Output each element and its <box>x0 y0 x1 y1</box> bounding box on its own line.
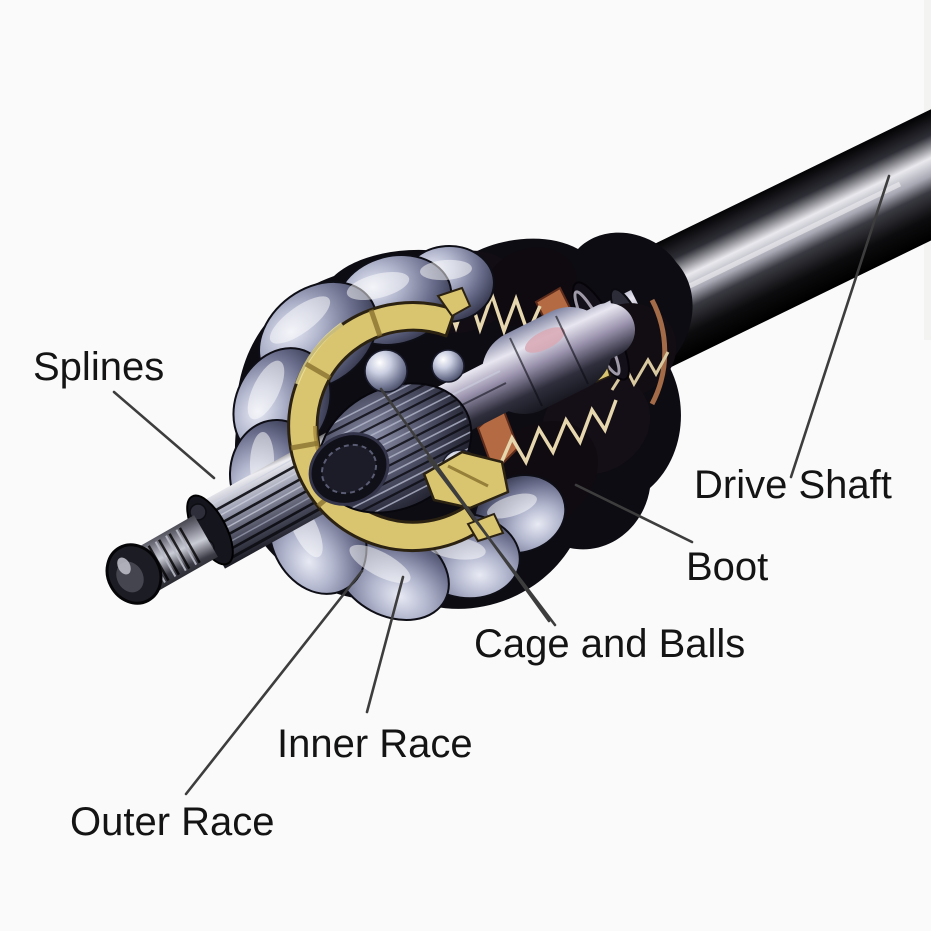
inner-stem <box>413 303 635 443</box>
label-inner-race: Inner Race <box>277 722 473 766</box>
leader-line-cage-and-balls <box>426 456 557 627</box>
leader-line-splines <box>112 390 216 480</box>
label-cage-and-balls: Cage and Balls <box>474 622 746 666</box>
leader-line-boot <box>574 483 694 544</box>
threaded-stub <box>105 515 218 605</box>
leader-line-outer-race <box>184 569 364 796</box>
label-splines: Splines <box>33 345 165 389</box>
leader-line-drive-shaft <box>789 174 891 479</box>
leader-lines <box>112 174 891 796</box>
cage-lower-window <box>422 450 510 510</box>
label-boot: Boot <box>686 545 769 589</box>
leader-line-inner-race <box>365 575 405 714</box>
label-drive-shaft: Drive Shaft <box>694 463 892 507</box>
label-outer-race: Outer Race <box>70 800 275 844</box>
